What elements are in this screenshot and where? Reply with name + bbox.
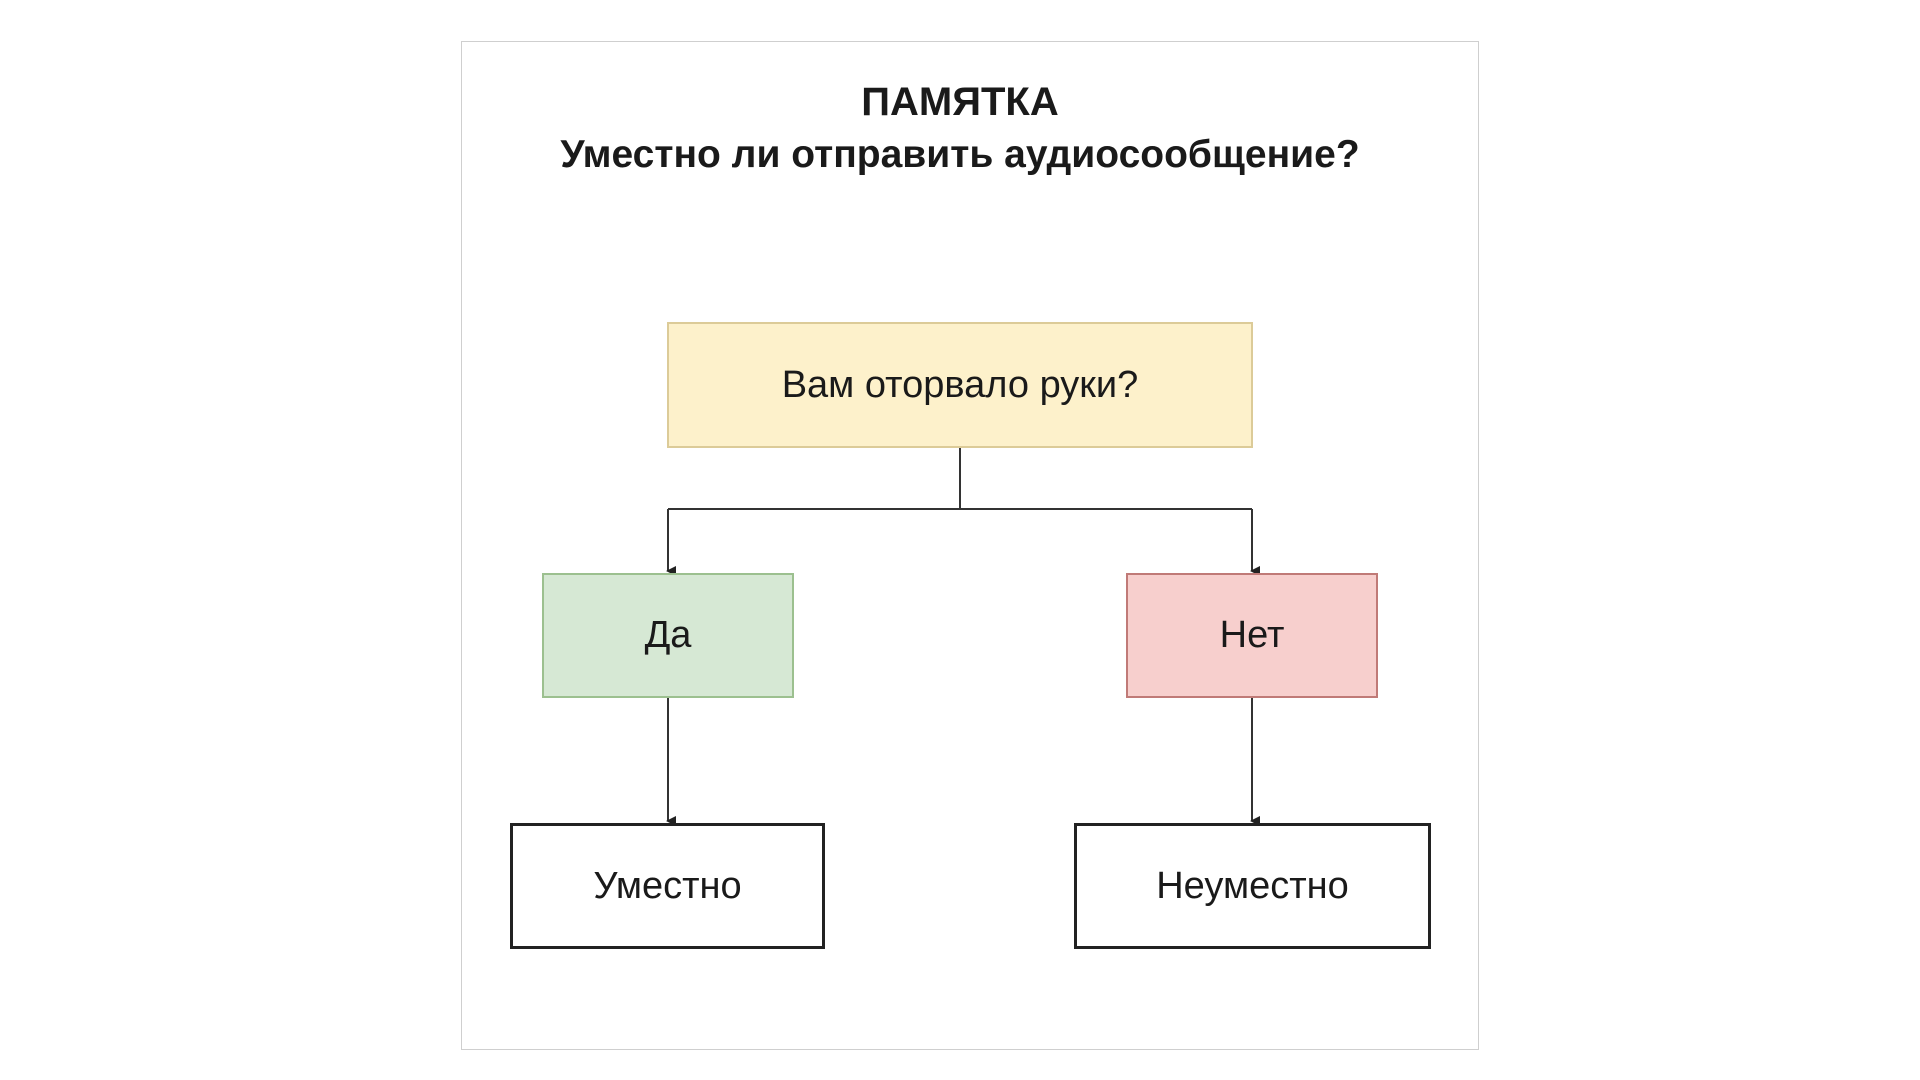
memo-title: ПАМЯТКА <box>861 80 1059 124</box>
result-inappropriate-box: Неуместно <box>1074 823 1431 949</box>
result-appropriate-box: Уместно <box>510 823 825 949</box>
memo-subtitle: Уместно ли отправить аудиосообщение? <box>560 133 1360 176</box>
no-label: Нет <box>1219 614 1285 656</box>
result-inappropriate-text: Неуместно <box>1156 864 1349 907</box>
result-appropriate-text: Уместно <box>593 864 742 907</box>
question-text: Вам оторвало руки? <box>781 363 1139 406</box>
no-box: Нет <box>1126 573 1378 698</box>
question-box: Вам оторвало руки? <box>667 322 1253 448</box>
connector-question-split <box>668 448 1252 510</box>
yes-label: Да <box>644 614 692 656</box>
yes-box: Да <box>542 573 794 698</box>
